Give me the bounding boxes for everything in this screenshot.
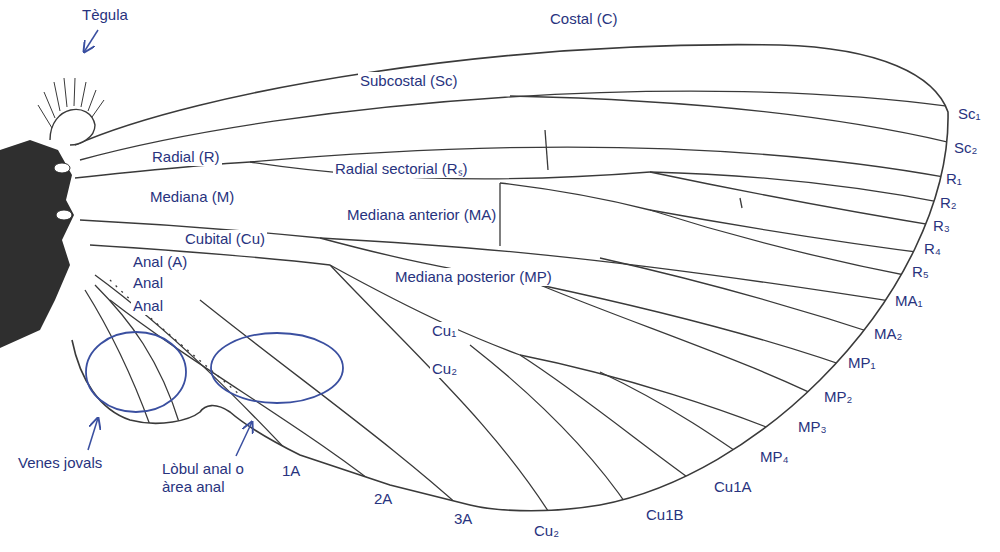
vein-name: Anal [131, 297, 165, 315]
callout-ellipse [86, 332, 186, 412]
vein-end-label: R₄ [922, 240, 943, 258]
vein-name: Anal [131, 274, 165, 292]
vein-end-label: Sc₂ [952, 139, 979, 157]
vein-end-label: MP₁ [846, 354, 878, 372]
vein-name: Subcostal (Sc) [358, 72, 460, 90]
leader-arrow [84, 30, 98, 52]
vein-name: Anal (A) [131, 253, 189, 271]
vein-end-label: MA₁ [893, 292, 925, 310]
vein-end-label: Sc₁ [956, 105, 983, 123]
part-name: Venes jovals [16, 454, 104, 472]
vein-end-label: R₁ [944, 170, 964, 188]
tegula [50, 109, 95, 145]
vein-end-label: MP₃ [796, 418, 829, 436]
tegula-bristles [38, 78, 104, 128]
vein-end-label: Cu₂ [532, 522, 561, 540]
wing-veins [75, 91, 960, 530]
leader-arrow [88, 418, 98, 450]
vein-name: Radial sectorial (Rₛ) [333, 160, 470, 178]
vein-end-label: Cu1B [644, 506, 686, 524]
vein-name: Mediana (M) [148, 188, 236, 206]
vein-end-label: R₂ [938, 194, 959, 212]
vein-name: Cu₁ [430, 322, 458, 340]
vein-name: Radial (R) [150, 148, 222, 166]
vein-end-label: Cu1A [712, 478, 754, 496]
part-name: Tègula [80, 6, 130, 24]
vein-name: Cubital (Cu) [183, 230, 267, 248]
vein-name: Costal (C) [548, 10, 620, 28]
leader-arrow [236, 422, 252, 456]
vein-end-label: R₃ [931, 217, 952, 235]
vein-end-label: MP₂ [822, 388, 854, 406]
vein-name: Mediana posterior (MP) [393, 268, 554, 286]
vein-end-label: 1A [280, 462, 302, 480]
callout-ellipse [211, 333, 343, 403]
vein-end-label: 2A [372, 490, 394, 508]
wing-outline [72, 45, 948, 511]
vein-name: Mediana anterior (MA) [345, 206, 498, 224]
vein-name: Cu₂ [430, 360, 459, 378]
vein-end-label: 3A [452, 510, 474, 528]
part-name: Lòbul anal o àrea anal [160, 460, 268, 496]
wing-base [0, 140, 74, 348]
vein-end-label: MP₄ [758, 448, 791, 466]
vein-end-label: MA₂ [872, 325, 904, 343]
vein-end-label: R₅ [910, 263, 931, 281]
